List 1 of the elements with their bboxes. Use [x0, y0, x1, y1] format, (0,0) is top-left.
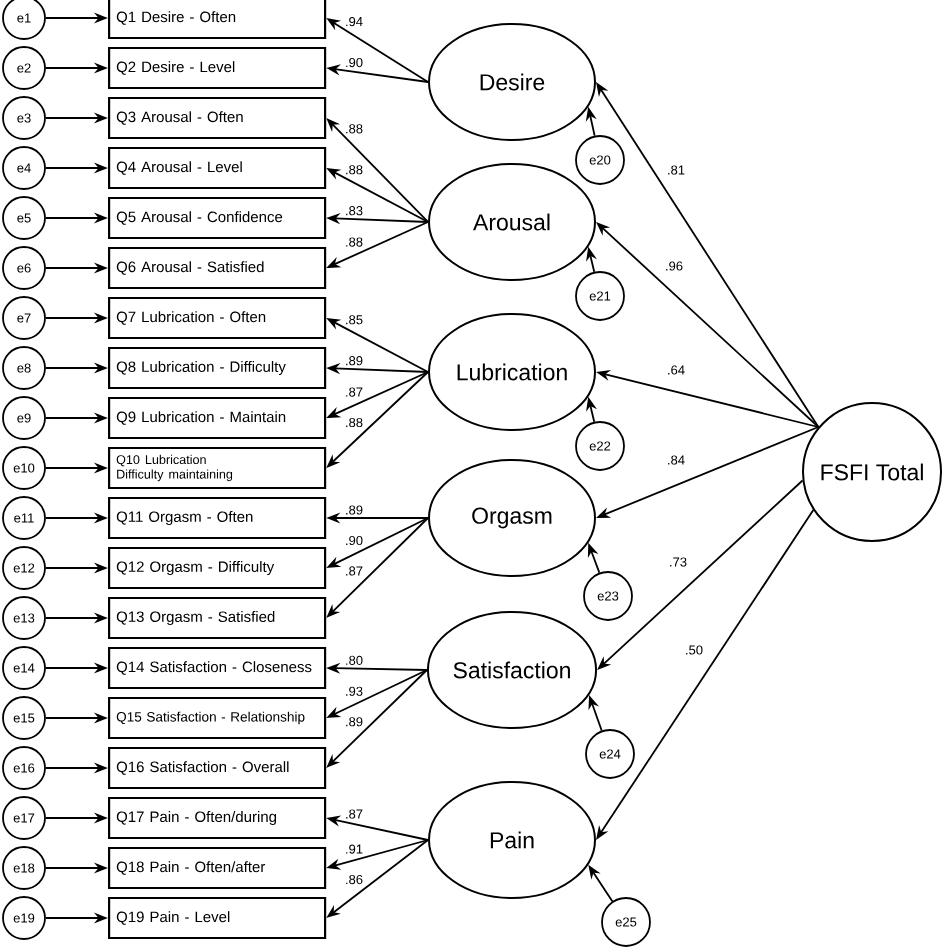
- arrow: [596, 222, 820, 428]
